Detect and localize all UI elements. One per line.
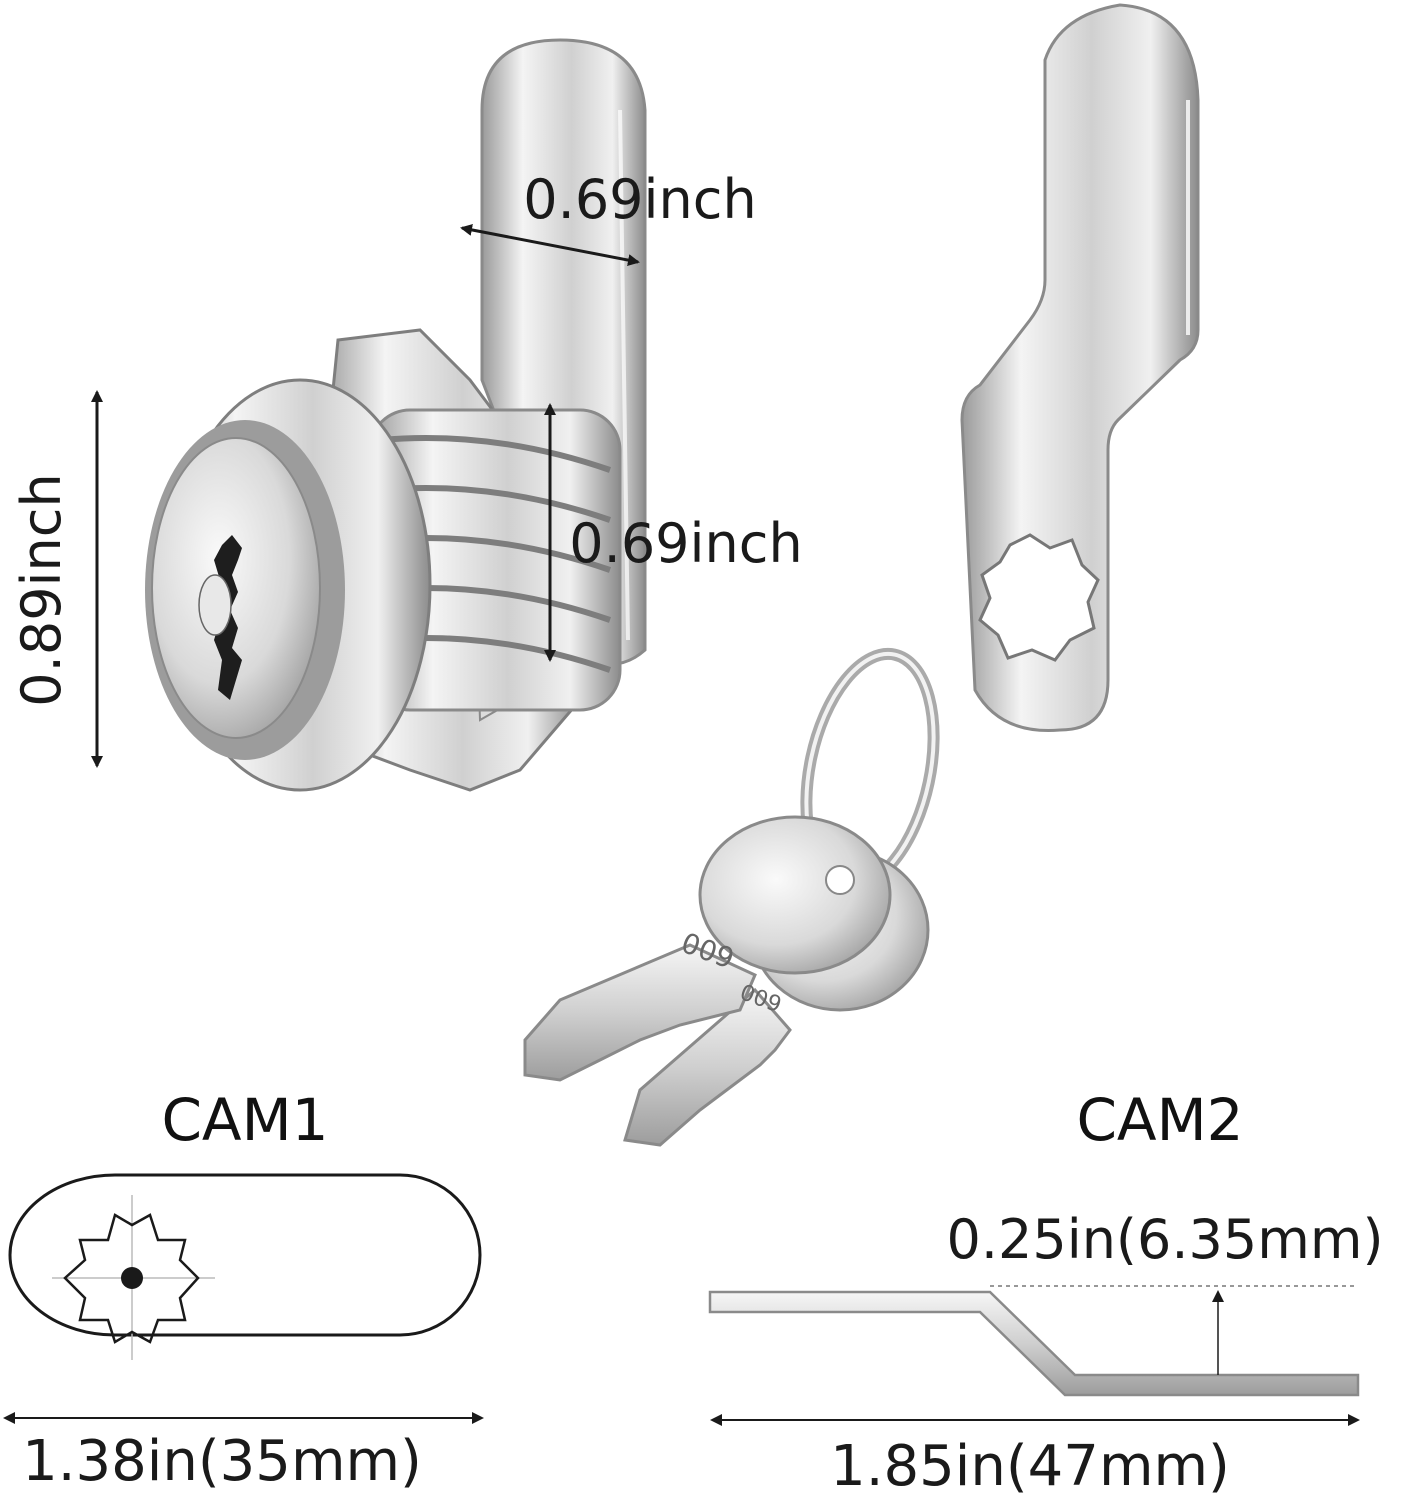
cam1-diagram: CAM1 1.38in(35mm) <box>3 1086 484 1494</box>
face-diameter-dimension: 0.89inch <box>10 390 103 768</box>
key-front: 600 600 <box>523 815 892 1082</box>
keys-illustration: 600 600 <box>523 647 940 1147</box>
cam2-length-label: 1.85in(47mm) <box>830 1434 1230 1499</box>
cam1-star-hole <box>63 1213 200 1344</box>
lock-cylinder-head <box>145 378 432 792</box>
cam1-outline <box>8 1173 482 1337</box>
cam1-length-label: 1.38in(35mm) <box>22 1429 422 1494</box>
body-height-dimension: 0.69inch <box>544 403 803 662</box>
face-diameter-label: 0.89inch <box>10 473 73 706</box>
cam2-offset-label: 0.25in(6.35mm) <box>946 1208 1383 1271</box>
cam2-profile <box>708 1290 1360 1397</box>
cam2-diagram: CAM2 0.25in(6.35mm) 1.85in(47mm) <box>708 1086 1384 1499</box>
star-hole <box>978 533 1100 662</box>
cam1-center-dot <box>121 1267 143 1289</box>
body-height-label: 0.69inch <box>569 512 802 575</box>
cam1-title: CAM1 <box>161 1086 328 1154</box>
cam-lock-illustration <box>145 38 647 792</box>
cam-width-label: 0.69inch <box>523 168 756 231</box>
cam-width-dimension: 0.69inch <box>460 168 757 266</box>
cam2-title: CAM2 <box>1076 1086 1243 1154</box>
offset-cam-plate <box>960 3 1200 732</box>
